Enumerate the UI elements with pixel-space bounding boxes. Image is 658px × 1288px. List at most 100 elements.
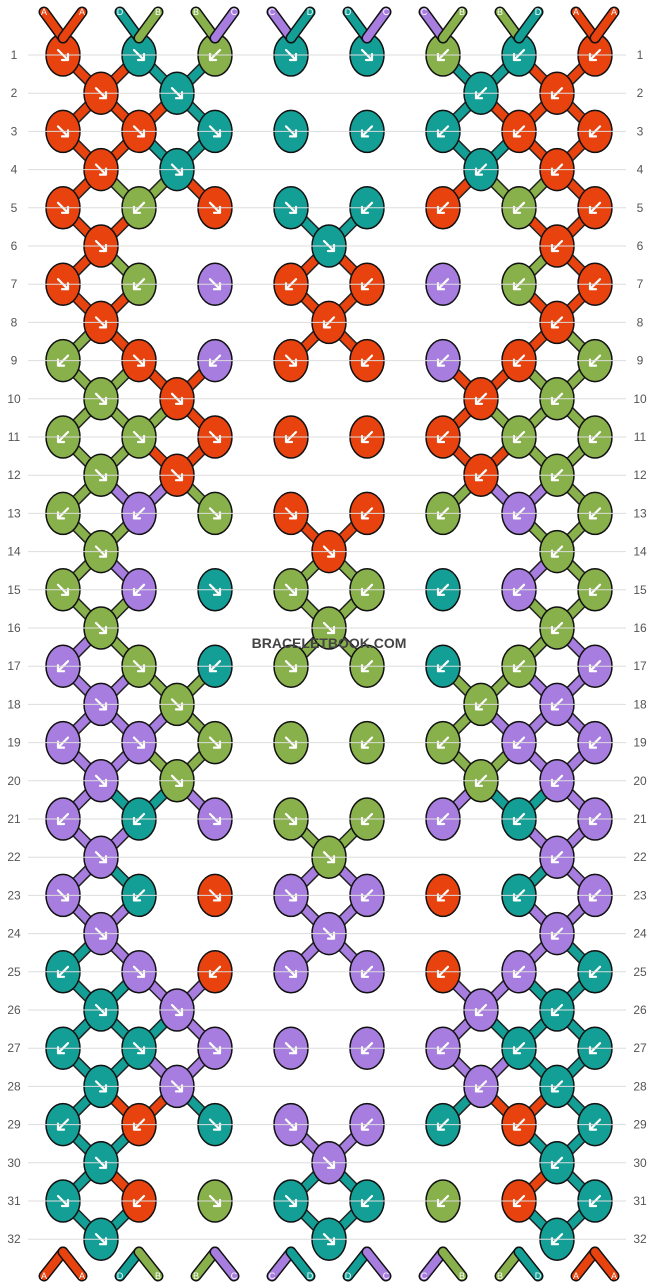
row-number-left: 7 (11, 277, 18, 291)
bottom-strand-letter: C (231, 1271, 238, 1281)
top-strand-stub (439, 8, 466, 42)
row-number-right: 1 (637, 48, 644, 62)
bottom-strand-stub (515, 1248, 542, 1280)
row-number-right: 11 (634, 430, 647, 444)
top-strand-letter: C (421, 7, 428, 17)
top-strand-stub (515, 8, 542, 42)
row-number-left: 27 (7, 1041, 21, 1055)
row-number-right: 29 (633, 1118, 647, 1132)
row-number-left: 32 (7, 1232, 21, 1246)
row-number-right: 4 (637, 163, 644, 177)
row-number-left: 21 (7, 812, 21, 826)
top-strand-letter: A (41, 7, 47, 17)
row-number-left: 6 (11, 239, 18, 253)
row-number-right: 32 (633, 1232, 647, 1246)
top-strand-stub (287, 8, 314, 42)
row-number-right: 28 (633, 1079, 647, 1093)
top-strand-letter: D (307, 7, 314, 17)
row-number-left: 19 (7, 736, 21, 750)
row-number-left: 5 (11, 201, 18, 215)
bottom-strand-stub (591, 1248, 618, 1280)
row-number-right: 27 (633, 1041, 647, 1055)
row-number-right: 20 (633, 774, 647, 788)
row-number-right: 2 (637, 86, 644, 100)
top-strand-letter: A (79, 7, 85, 17)
row-number-left: 30 (7, 1156, 21, 1170)
top-strand-letter: D (345, 7, 352, 17)
row-number-left: 16 (7, 621, 21, 635)
bottom-strand-letter: C (269, 1271, 276, 1281)
row-number-right: 12 (633, 468, 647, 482)
top-strand-stub (59, 8, 86, 42)
row-number-left: 4 (11, 163, 18, 177)
row-number-left: 28 (7, 1079, 21, 1093)
top-strand-letter: C (269, 7, 276, 17)
top-strand-letter: C (231, 7, 238, 17)
row-number-right: 9 (637, 354, 644, 368)
row-number-right: 13 (633, 506, 647, 520)
row-number-right: 24 (633, 927, 647, 941)
bottom-strand-letter: A (611, 1271, 617, 1281)
row-number-left: 25 (7, 965, 21, 979)
bottom-strand-letter: D (117, 1271, 124, 1281)
top-strand-stub (135, 8, 162, 42)
top-strand-letter: D (117, 7, 124, 17)
row-number-right: 22 (633, 850, 647, 864)
row-number-right: 5 (637, 201, 644, 215)
bottom-strand-letter: A (573, 1271, 579, 1281)
bottom-strand-letter: C (383, 1271, 390, 1281)
row-number-left: 26 (7, 1003, 21, 1017)
bottom-strand-letter: A (41, 1271, 47, 1281)
bottom-strand-letter: B (193, 1271, 199, 1281)
row-number-right: 16 (633, 621, 647, 635)
row-number-left: 1 (11, 48, 18, 62)
row-number-left: 29 (7, 1118, 21, 1132)
top-strand-letter: C (383, 7, 390, 17)
watermark: BRACELETBOOK.COM (252, 635, 407, 651)
top-strand-letter: B (155, 7, 161, 17)
row-number-right: 10 (633, 392, 647, 406)
top-strand-stub (211, 8, 238, 42)
bottom-strand-letter: D (307, 1271, 314, 1281)
row-number-left: 18 (7, 697, 21, 711)
top-strand-letter: D (535, 7, 542, 17)
row-number-left: 23 (7, 888, 21, 902)
row-number-right: 3 (637, 124, 644, 138)
row-number-left: 3 (11, 124, 18, 138)
row-number-left: 10 (7, 392, 21, 406)
bottom-strand-letter: A (79, 1271, 85, 1281)
row-number-right: 26 (633, 1003, 647, 1017)
row-number-left: 2 (11, 86, 18, 100)
row-number-left: 13 (7, 506, 21, 520)
row-number-left: 11 (8, 430, 21, 444)
bottom-strand-stub (211, 1248, 238, 1280)
row-number-left: 15 (7, 583, 21, 597)
row-number-right: 18 (633, 697, 647, 711)
row-number-right: 21 (633, 812, 647, 826)
row-number-right: 31 (633, 1194, 647, 1208)
top-strand-stub (591, 8, 618, 42)
top-strand-stub (363, 8, 390, 42)
row-number-left: 8 (11, 315, 18, 329)
bottom-strand-stub (135, 1248, 162, 1280)
row-number-right: 19 (633, 736, 647, 750)
top-strand-letter: A (611, 7, 617, 17)
row-number-left: 22 (7, 850, 21, 864)
bottom-strand-stub (439, 1248, 466, 1280)
row-number-left: 17 (7, 659, 21, 673)
row-number-left: 14 (7, 545, 21, 559)
row-number-left: 31 (7, 1194, 21, 1208)
top-strand-letter: B (497, 7, 503, 17)
bottom-strand-letter: C (421, 1271, 428, 1281)
row-number-right: 30 (633, 1156, 647, 1170)
top-strand-letter: B (459, 7, 465, 17)
row-number-right: 7 (637, 277, 644, 291)
bottom-strand-letter: B (155, 1271, 161, 1281)
row-number-right: 25 (633, 965, 647, 979)
bottom-strand-stub (287, 1248, 314, 1280)
bottom-strand-letter: D (535, 1271, 542, 1281)
row-number-left: 9 (11, 354, 18, 368)
row-number-left: 24 (7, 927, 21, 941)
row-number-right: 15 (633, 583, 647, 597)
